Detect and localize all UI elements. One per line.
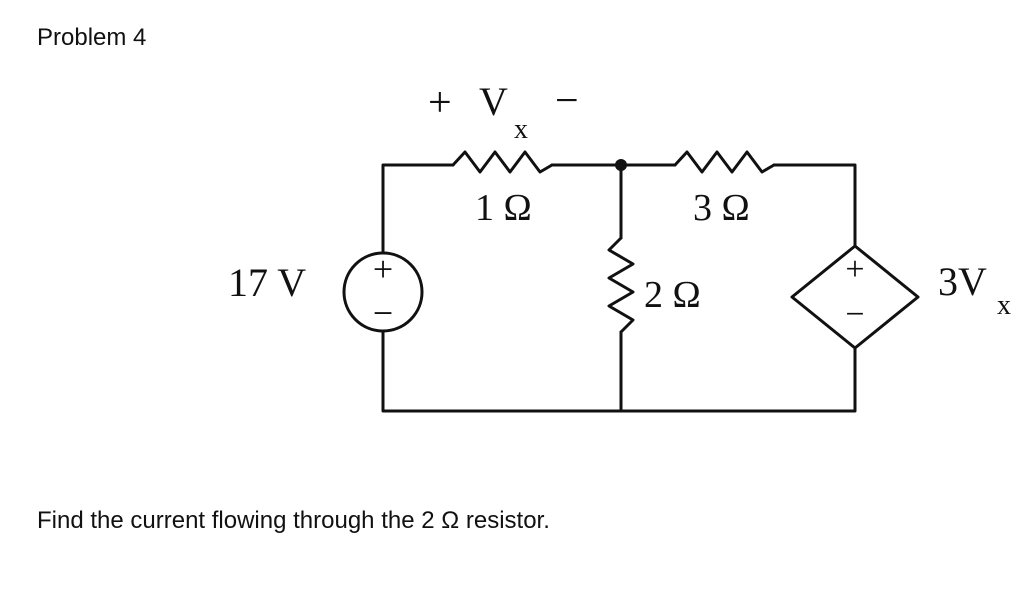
vx-subscript: x [514,114,528,145]
resistor-1ohm [451,150,554,174]
wire-top-left [381,163,455,255]
vx-symbol: V [479,79,508,124]
wire-top-right [772,163,857,248]
question-text: Find the current flowing through the 2 Ω… [37,507,550,534]
voltage-source-17v [342,251,424,333]
resistor-3ohm-label: 3 Ω [693,187,750,229]
problem-title: Problem 4 [37,24,147,51]
source-plus-sign: + [373,249,393,289]
resistor-2ohm-label: 2 Ω [644,274,701,316]
dependent-source-subscript: x [997,290,1011,321]
resistor-2ohm [607,236,635,334]
resistor-1ohm-label: 1 Ω [475,187,532,229]
node-dot [615,159,627,171]
dependent-source-label: 3V [938,259,987,304]
resistor-3ohm [673,150,776,174]
vx-plus-sign: + [428,80,452,126]
dependent-plus-sign: + [845,251,864,288]
dependent-voltage-source [790,244,920,350]
wire-bottom-right [619,346,857,413]
vx-minus-sign: − [555,78,579,124]
voltage-source-label: 17 V [228,260,306,305]
wire-bottom-left [381,329,623,413]
dependent-minus-sign: − [845,296,864,333]
source-minus-sign: − [373,293,393,333]
